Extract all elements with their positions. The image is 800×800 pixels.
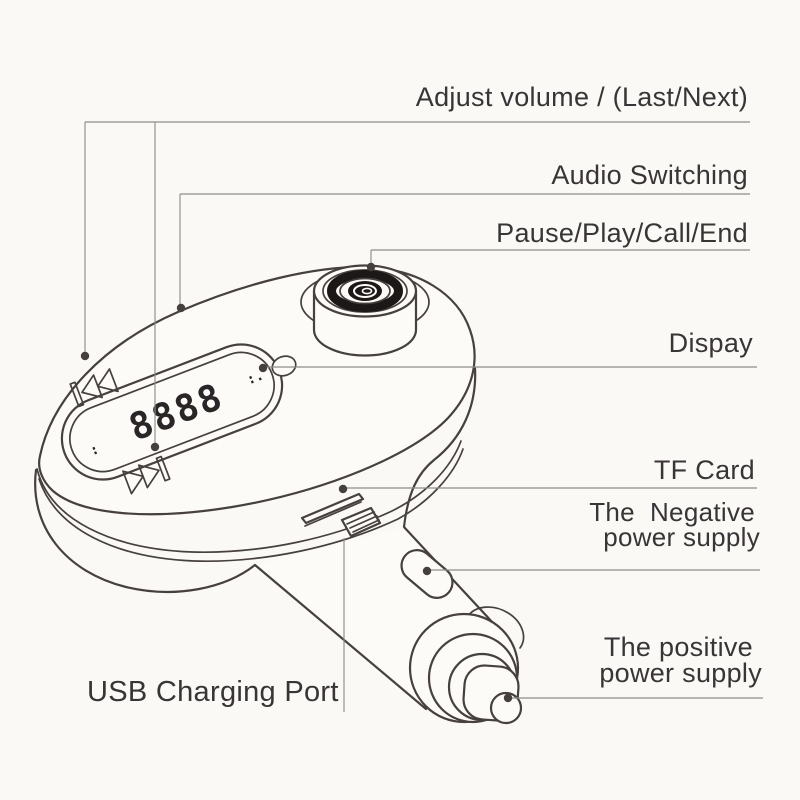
callout-pause-play	[366, 249, 750, 272]
positive-tip	[489, 691, 523, 725]
knob-center	[348, 281, 382, 301]
label-negative-power: The Negative power supply	[589, 497, 760, 552]
device-illustration: 8888 : :.	[34, 264, 525, 725]
label-display: Dispay	[669, 328, 754, 358]
display-tab	[271, 355, 297, 377]
label-pause-play-call-end: Pause/Play/Call/End	[496, 218, 748, 248]
prev-track-icon	[69, 368, 119, 408]
callout-display	[258, 363, 757, 373]
label-tf-card: TF Card	[654, 455, 755, 485]
plug-barrel	[408, 606, 525, 725]
knob-swirl-icon	[353, 284, 377, 298]
label-adjust-volume: Adjust volume / (Last/Next)	[416, 82, 748, 112]
knob-button	[312, 264, 418, 357]
label-positive-power: The positive power supply	[599, 632, 762, 688]
callout-lines	[80, 121, 763, 712]
label-negative-power-line1: The Negative	[589, 497, 755, 527]
label-positive-power-line2: power supply	[599, 658, 762, 688]
tf-card-slot	[300, 492, 365, 527]
callout-adjust-volume	[80, 121, 750, 452]
callout-negative-power	[422, 566, 760, 576]
next-track-icon	[122, 455, 171, 495]
usb-port	[340, 506, 382, 538]
label-audio-switching: Audio Switching	[551, 160, 748, 190]
label-negative-power-line2: power supply	[603, 522, 760, 552]
lcd-right-marks: :.	[245, 367, 266, 388]
part-labels: Adjust volume / (Last/Next) Audio Switch…	[87, 82, 762, 708]
callout-tf-card	[338, 484, 757, 494]
label-positive-power-line1: The positive	[604, 632, 753, 662]
knob-black-ring	[327, 270, 403, 312]
callout-audio-switching	[176, 193, 750, 313]
label-usb-charging-port: USB Charging Port	[87, 676, 339, 708]
callout-positive-power	[503, 693, 763, 703]
